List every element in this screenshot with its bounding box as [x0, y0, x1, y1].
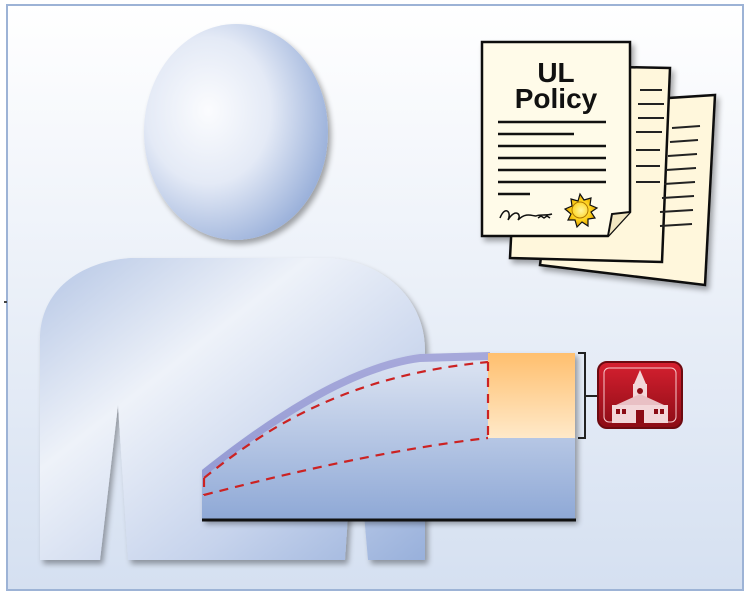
policy-title-line2: Policy: [515, 83, 598, 114]
back-doc-lines: [636, 89, 701, 227]
coverage-arm: [202, 352, 575, 520]
left-edge-tick: [4, 301, 7, 303]
highlight-block: [488, 353, 575, 438]
signature-icon: [499, 210, 553, 221]
dashed-coverage-lines: [202, 360, 490, 497]
dashed-lower: [203, 436, 489, 497]
arm-shape: [202, 352, 575, 520]
policy-title-line1: UL: [537, 57, 574, 88]
school-building-icon: [597, 361, 683, 429]
page-curl: [607, 211, 631, 237]
dashed-upper: [203, 360, 489, 479]
gold-seal-icon: [563, 192, 599, 229]
policy-documents-icon: UL Policy: [480, 40, 717, 287]
arm-top-band: [202, 352, 490, 478]
person-head: [144, 24, 328, 240]
front-doc-lines: [498, 120, 606, 196]
